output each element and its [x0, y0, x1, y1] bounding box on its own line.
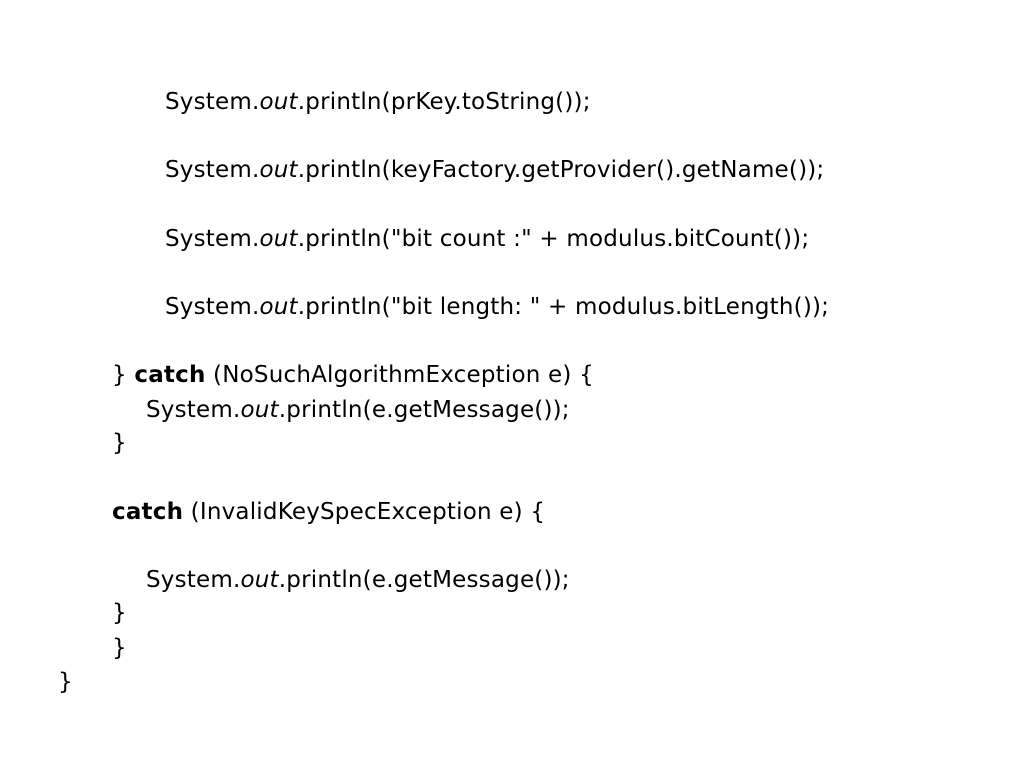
code-line-println-bitcount: System.out.println("bit count :" + modul…	[165, 224, 809, 254]
code-text: System.	[165, 157, 260, 183]
code-line-catch-nosuchalgorithm: } catch (NoSuchAlgorithmException e) {	[112, 360, 594, 390]
code-text: }	[112, 362, 135, 388]
code-text: (NoSuchAlgorithmException e) {	[205, 362, 594, 388]
code-italic-out: out	[240, 567, 279, 593]
code-line-close-brace: }	[112, 428, 127, 458]
code-text: }	[112, 635, 127, 661]
code-italic-out: out	[240, 397, 279, 423]
code-line-println-prkey: System.out.println(prKey.toString());	[165, 87, 591, 117]
code-text: }	[112, 430, 127, 456]
code-keyword-catch: catch	[112, 499, 184, 525]
code-text: .println(e.getMessage());	[278, 567, 570, 593]
code-text: }	[112, 600, 127, 626]
code-text: .println("bit length: " + modulus.bitLen…	[297, 294, 830, 320]
code-italic-out: out	[259, 89, 298, 115]
code-line-close-brace: }	[112, 633, 127, 663]
code-line-catch-invalidkeyspec: catch (InvalidKeySpecException e) {	[112, 497, 545, 527]
code-keyword-catch: catch	[134, 362, 206, 388]
code-text: (InvalidKeySpecException e) {	[183, 499, 546, 525]
code-italic-out: out	[259, 294, 298, 320]
code-line-println-message: System.out.println(e.getMessage());	[146, 395, 570, 425]
code-text: .println("bit count :" + modulus.bitCoun…	[297, 226, 810, 252]
code-italic-out: out	[259, 157, 298, 183]
code-line-println-bitlength: System.out.println("bit length: " + modu…	[165, 292, 829, 322]
code-text: .println(prKey.toString());	[297, 89, 591, 115]
code-text: System.	[146, 567, 241, 593]
code-text: System.	[146, 397, 241, 423]
code-text: System.	[165, 89, 260, 115]
code-line-close-brace: }	[112, 598, 127, 628]
code-line-println-message: System.out.println(e.getMessage());	[146, 565, 570, 595]
code-text: System.	[165, 294, 260, 320]
code-italic-out: out	[259, 226, 298, 252]
code-text: .println(keyFactory.getProvider().getNam…	[297, 157, 825, 183]
code-text: .println(e.getMessage());	[278, 397, 570, 423]
code-text: System.	[165, 226, 260, 252]
code-text: }	[58, 669, 73, 695]
code-line-close-brace: }	[58, 667, 73, 697]
code-line-println-provider: System.out.println(keyFactory.getProvide…	[165, 155, 824, 185]
